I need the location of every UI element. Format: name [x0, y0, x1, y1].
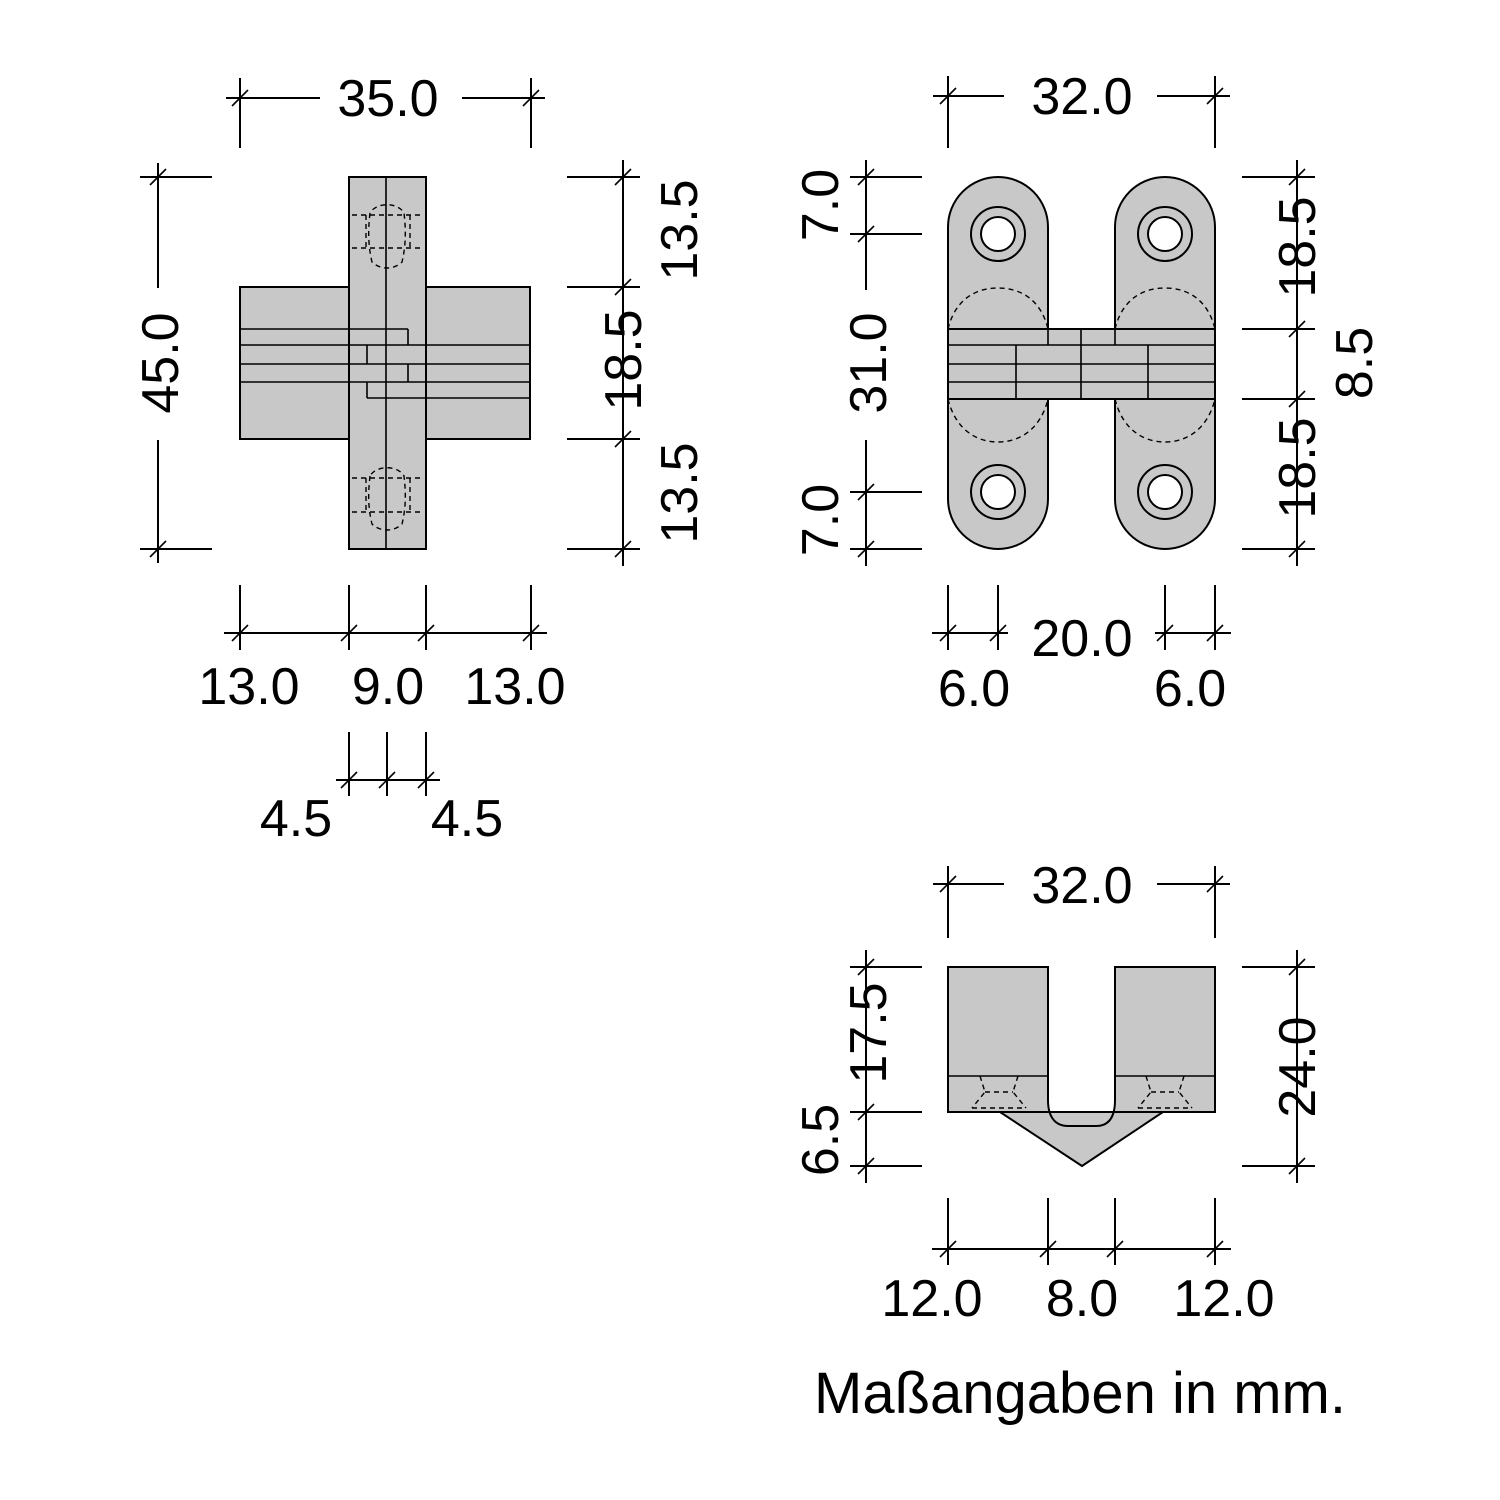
side-left-mid-label: 31.0: [840, 312, 898, 413]
side-view-part: [947, 176, 1216, 550]
front-right-mid-label: 18.5: [595, 309, 653, 410]
front-left-dimension: 45.0: [132, 163, 212, 563]
side-right-bottom-label: 18.5: [1269, 417, 1327, 518]
top-view-bottom-right-label: 12.0: [1173, 1270, 1274, 1328]
side-left-top-label: 7.0: [792, 169, 850, 241]
front-bottom-dimension: 13.0 9.0 13.0: [198, 585, 566, 716]
top-view-bottom-mid-label: 8.0: [1046, 1270, 1118, 1328]
top-view-part: [947, 966, 1216, 1168]
side-right-mid-label: 8.5: [1326, 327, 1384, 399]
side-bottom-right-label: 6.0: [1154, 660, 1226, 718]
side-left-dimension: 7.0 31.0 7.0: [792, 160, 922, 566]
front-right-dimension: 13.5 18.5 13.5: [567, 160, 709, 566]
side-left-bottom-label: 7.0: [792, 484, 850, 556]
side-top-dimension: 32.0: [933, 68, 1230, 148]
top-view-bottom-dimension: 12.0 8.0 12.0: [881, 1198, 1275, 1328]
side-bottom-left-label: 6.0: [938, 660, 1010, 718]
side-right-dimension: 18.5 8.5 18.5: [1242, 160, 1384, 566]
top-view-left-lower-label: 6.5: [792, 1104, 850, 1176]
front-right-bottom-label: 13.5: [651, 442, 709, 543]
front-view: 35.0 45.0 13.5 18.5 13.5: [132, 70, 709, 848]
top-view-right-dimension: 24.0: [1242, 950, 1327, 1183]
front-bottom-mid-label: 9.0: [352, 658, 424, 716]
front-width-label: 35.0: [337, 70, 438, 128]
top-view-width-label: 32.0: [1031, 857, 1132, 915]
top-view: 32.0 17.5 6.5 24.0: [792, 857, 1327, 1328]
side-right-top-label: 18.5: [1269, 196, 1327, 297]
side-view: 32.0 7.0 31.0 7.0: [792, 68, 1384, 718]
front-half-left-label: 4.5: [260, 790, 332, 848]
front-height-label: 45.0: [132, 312, 190, 413]
front-half-dimension: 4.5 4.5: [260, 732, 503, 848]
top-view-left-dimension: 17.5 6.5: [792, 950, 922, 1183]
front-top-dimension: 35.0: [226, 70, 545, 148]
units-note: Maßangaben in mm.: [814, 1361, 1346, 1426]
side-bottom-dimension: 20.0 6.0 6.0: [932, 585, 1231, 718]
front-half-right-label: 4.5: [431, 790, 503, 848]
front-right-top-label: 13.5: [651, 179, 709, 280]
front-bottom-right-label: 13.0: [464, 658, 565, 716]
side-width-label: 32.0: [1031, 68, 1132, 126]
front-bottom-left-label: 13.0: [198, 658, 299, 716]
top-view-top-dimension: 32.0: [933, 857, 1230, 938]
side-bottom-center-label: 20.0: [1031, 610, 1132, 668]
top-view-bottom-left-label: 12.0: [881, 1270, 982, 1328]
top-view-right-label: 24.0: [1269, 1016, 1327, 1117]
top-view-left-upper-label: 17.5: [840, 982, 898, 1083]
front-view-part: [239, 176, 531, 550]
